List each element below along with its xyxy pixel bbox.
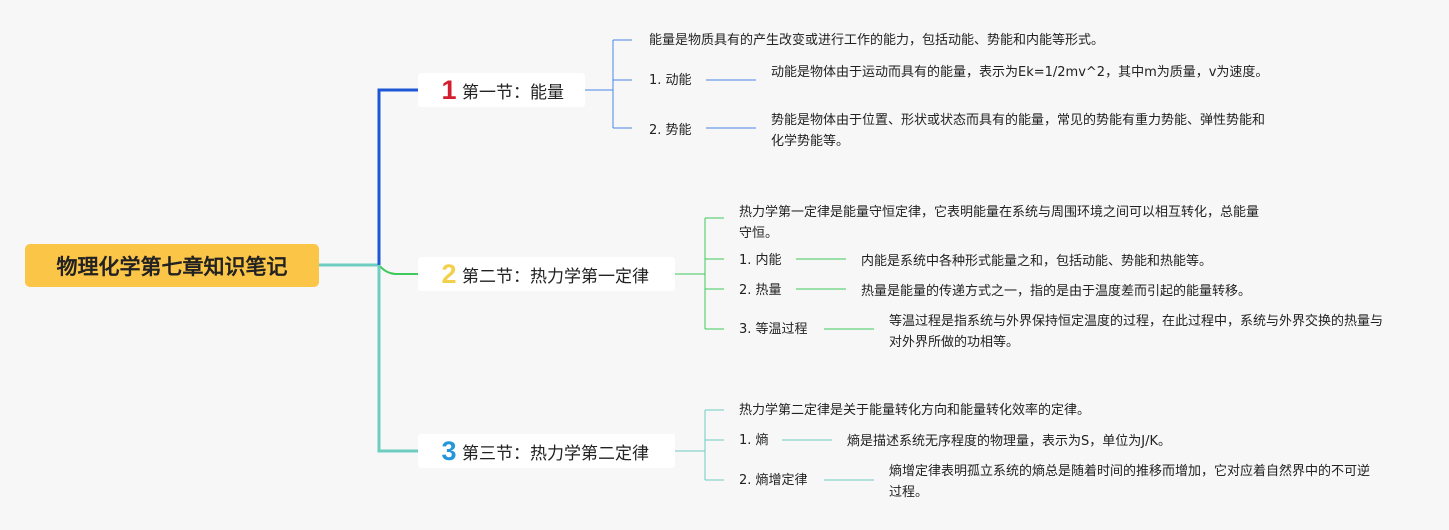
- section-1-number: 1: [441, 74, 457, 105]
- section-3-intro: 热力学第二定律是关于能量转化方向和能量转化效率的定律。: [739, 403, 1091, 418]
- section-2-item-1-detail: 内能是系统中各种形式能量之和，包括动能、势能和热能等。: [861, 254, 1213, 269]
- section-1-item-1-detail: 动能是物体由于运动而具有的能量，表示为Ek=1/2mv^2，其中m为质量，v为速…: [771, 65, 1269, 80]
- section-3-item-2-label[interactable]: 2. 熵增定律: [739, 473, 808, 488]
- section-2-item-3-detail: 等温过程是指系统与外界保持恒定温度的过程，在此过程中，系统与外界交换的热量与对外…: [889, 314, 1384, 350]
- section-1-connectors: [585, 39, 756, 129]
- section-1-item-2-detail: 势能是物体由于位置、形状或状态而具有的能量，常见的势能有重力势能、弹性势能和化学…: [771, 113, 1266, 149]
- section-3-node[interactable]: 3 第三节：热力学第二定律: [418, 434, 675, 468]
- branch-connector-2: [378, 264, 418, 275]
- section-3-item-1-detail: 熵是描述系统无序程度的物理量，表示为S，单位为J/K。: [847, 434, 1171, 449]
- section-2-item-3-label[interactable]: 3. 等温过程: [739, 322, 808, 337]
- section-2-item-2-label[interactable]: 2. 热量: [739, 283, 782, 298]
- section-3-item-2-detail: 熵增定律表明孤立系统的熵总是随着时间的推移而增加，它对应着自然界中的不可逆过程。: [889, 464, 1371, 500]
- section-2-number: 2: [441, 258, 457, 289]
- root-node[interactable]: 物理化学第七章知识笔记: [25, 244, 319, 287]
- section-2-title: 第二节：热力学第一定律: [462, 266, 649, 287]
- section-3-number: 3: [441, 435, 457, 466]
- section-3-connectors: [675, 409, 874, 481]
- section-1-item-1-label[interactable]: 1. 动能: [649, 73, 692, 88]
- section-2-item-2-detail: 热量是能量的传递方式之一，指的是由于温度差而引起的能量转移。: [861, 284, 1252, 299]
- section-1-title: 第一节：能量: [462, 82, 564, 103]
- branch-connector-3: [377, 265, 418, 453]
- root-title: 物理化学第七章知识笔记: [56, 254, 288, 279]
- section-2-intro: 热力学第一定律是能量守恒定律，它表明能量在系统与周围环境之间可以相互转化，总能量…: [739, 205, 1260, 241]
- branch-connector-1: [377, 88, 418, 265]
- section-3-title: 第三节：热力学第二定律: [462, 443, 649, 464]
- section-2-item-1-label[interactable]: 1. 内能: [739, 253, 782, 268]
- section-2-connectors: [675, 217, 874, 330]
- section-3-item-1-label[interactable]: 1. 熵: [739, 433, 769, 448]
- section-1-item-2-label[interactable]: 2. 势能: [649, 123, 692, 138]
- section-1-intro: 能量是物质具有的产生改变或进行工作的能力，包括动能、势能和内能等形式。: [649, 33, 1105, 48]
- section-1-node[interactable]: 1 第一节：能量: [418, 73, 585, 107]
- section-2-node[interactable]: 2 第二节：热力学第一定律: [418, 257, 675, 291]
